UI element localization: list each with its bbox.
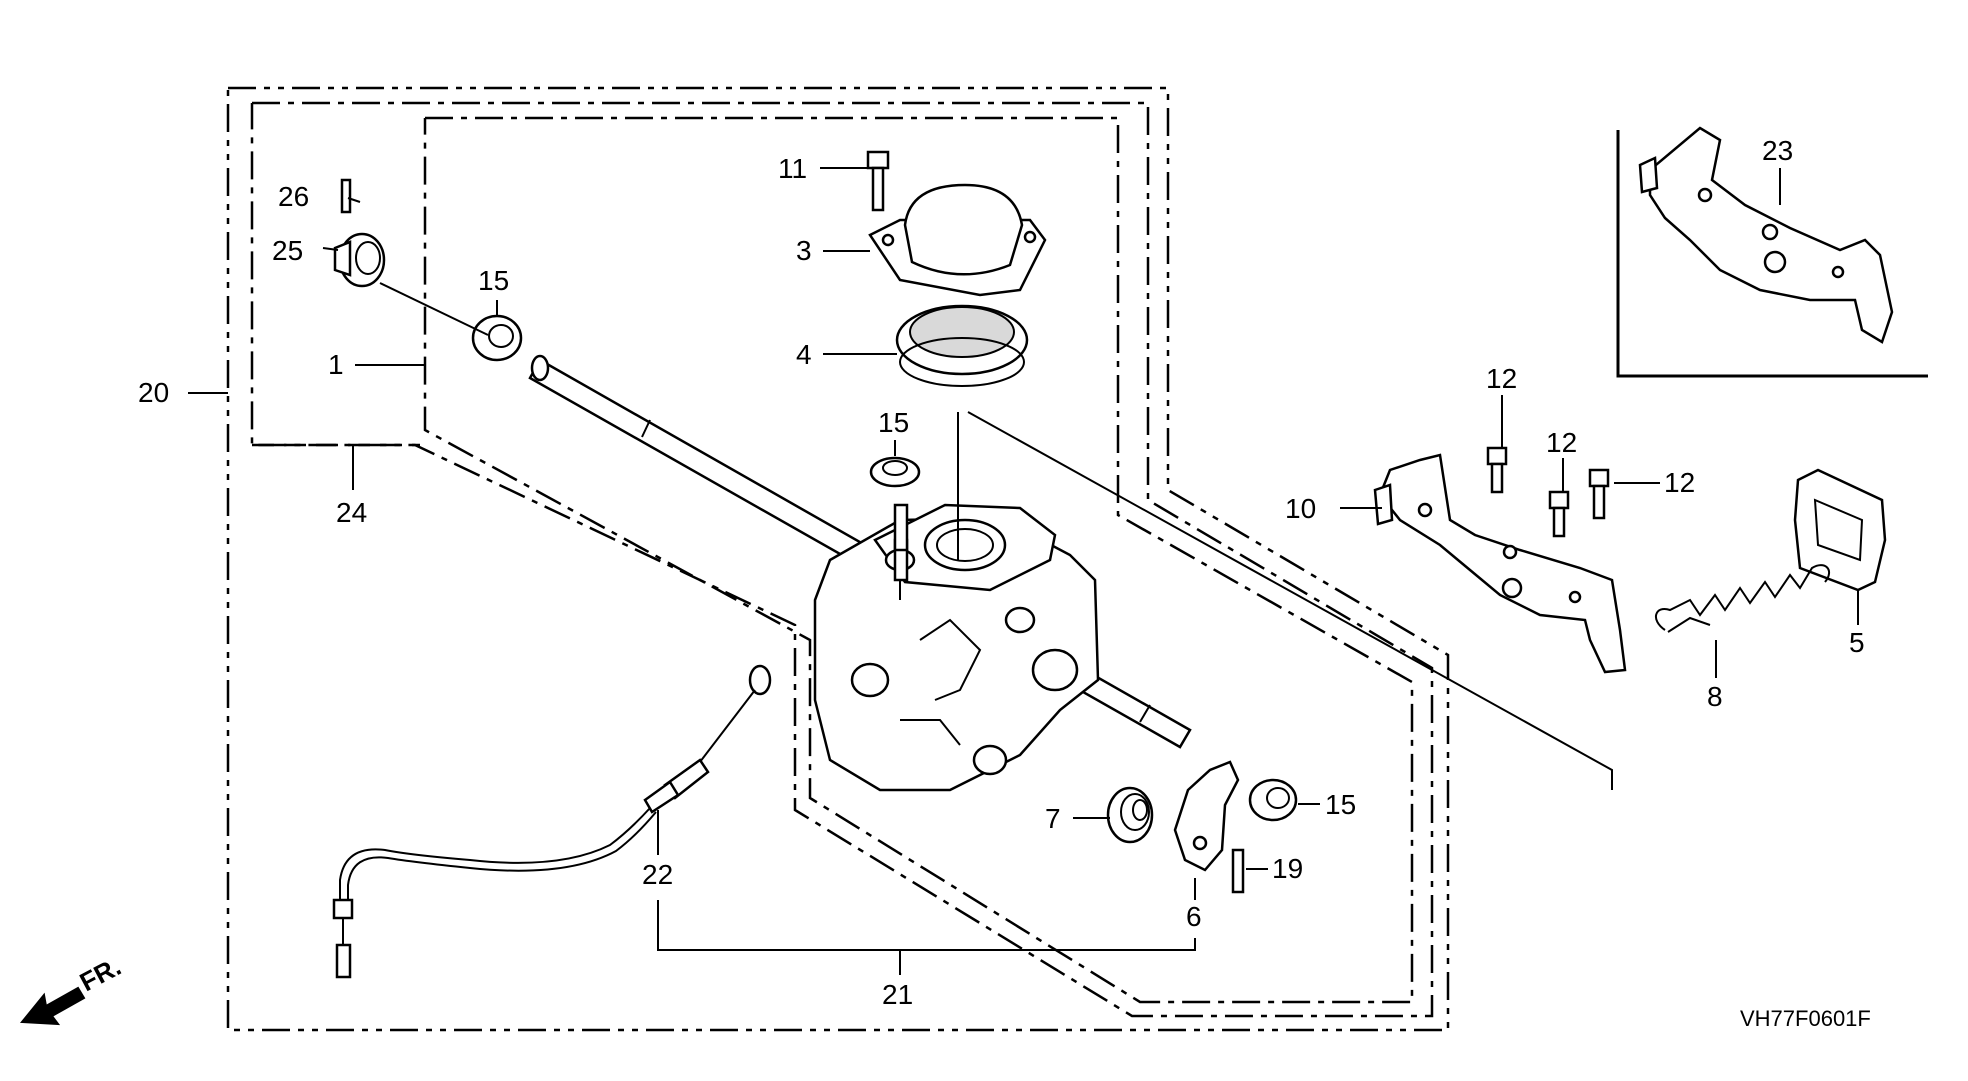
callout-12-b: 12 bbox=[1546, 427, 1577, 458]
callout-11: 11 bbox=[778, 153, 807, 184]
diagram-code: VH77F0601F bbox=[1740, 1006, 1871, 1031]
callout-23: 23 bbox=[1762, 135, 1793, 166]
part-23-bracket bbox=[1638, 126, 1894, 344]
callout-21: 21 bbox=[882, 979, 913, 1010]
callout-15-top: 15 bbox=[478, 265, 509, 296]
part-12-bolt-c bbox=[1588, 468, 1610, 520]
callout-12-c: 12 bbox=[1664, 467, 1695, 498]
inset-box bbox=[1616, 130, 1928, 378]
part-11-bolt bbox=[866, 150, 890, 212]
callout-5: 5 bbox=[1849, 627, 1865, 658]
part-8-spring bbox=[1655, 564, 1831, 633]
callout-25: 25 bbox=[272, 235, 303, 266]
part-5-plate bbox=[1793, 468, 1887, 592]
part-15-bearing-right bbox=[1248, 778, 1298, 822]
part-4-seal-ring bbox=[895, 304, 1029, 387]
callout-26: 26 bbox=[278, 181, 309, 212]
callout-19: 19 bbox=[1272, 853, 1303, 884]
part-26-pin bbox=[340, 178, 352, 214]
part-3-cover bbox=[868, 183, 1047, 297]
part-19-pin bbox=[1231, 848, 1245, 894]
callout-7: 7 bbox=[1045, 803, 1061, 834]
part-6-lever bbox=[1173, 760, 1240, 872]
callout-8: 8 bbox=[1707, 681, 1723, 712]
callout-24: 24 bbox=[336, 497, 367, 528]
callout-12-a: 12 bbox=[1486, 363, 1517, 394]
part-7-spring-coil bbox=[1106, 786, 1154, 844]
callout-15-middle: 15 bbox=[878, 407, 909, 438]
callout-15-right: 15 bbox=[1325, 789, 1356, 820]
leader-lines bbox=[188, 167, 1859, 975]
front-direction-arrow-icon bbox=[19, 986, 86, 1026]
part-10-bracket bbox=[1373, 453, 1627, 674]
callout-1: 1 bbox=[328, 349, 344, 380]
part-15-bearing-middle bbox=[869, 456, 921, 488]
group-1-boundary bbox=[423, 116, 1414, 1004]
callout-20: 20 bbox=[138, 377, 169, 408]
part-15-bearing-top bbox=[471, 314, 523, 362]
callout-10: 10 bbox=[1285, 493, 1316, 524]
part-12-bolt-b bbox=[1548, 490, 1570, 538]
housing-stud bbox=[893, 503, 909, 552]
part-22-cable bbox=[332, 664, 772, 979]
transmission-housing bbox=[813, 503, 1100, 792]
callout-6: 6 bbox=[1186, 901, 1202, 932]
direction-label: FR. bbox=[75, 951, 126, 997]
callout-22: 22 bbox=[642, 859, 673, 890]
callout-4: 4 bbox=[796, 339, 812, 370]
part-25-seal bbox=[333, 232, 386, 288]
callout-3: 3 bbox=[796, 235, 812, 266]
group-20-boundary bbox=[226, 86, 1450, 1032]
part-12-bolt-a bbox=[1486, 446, 1508, 494]
